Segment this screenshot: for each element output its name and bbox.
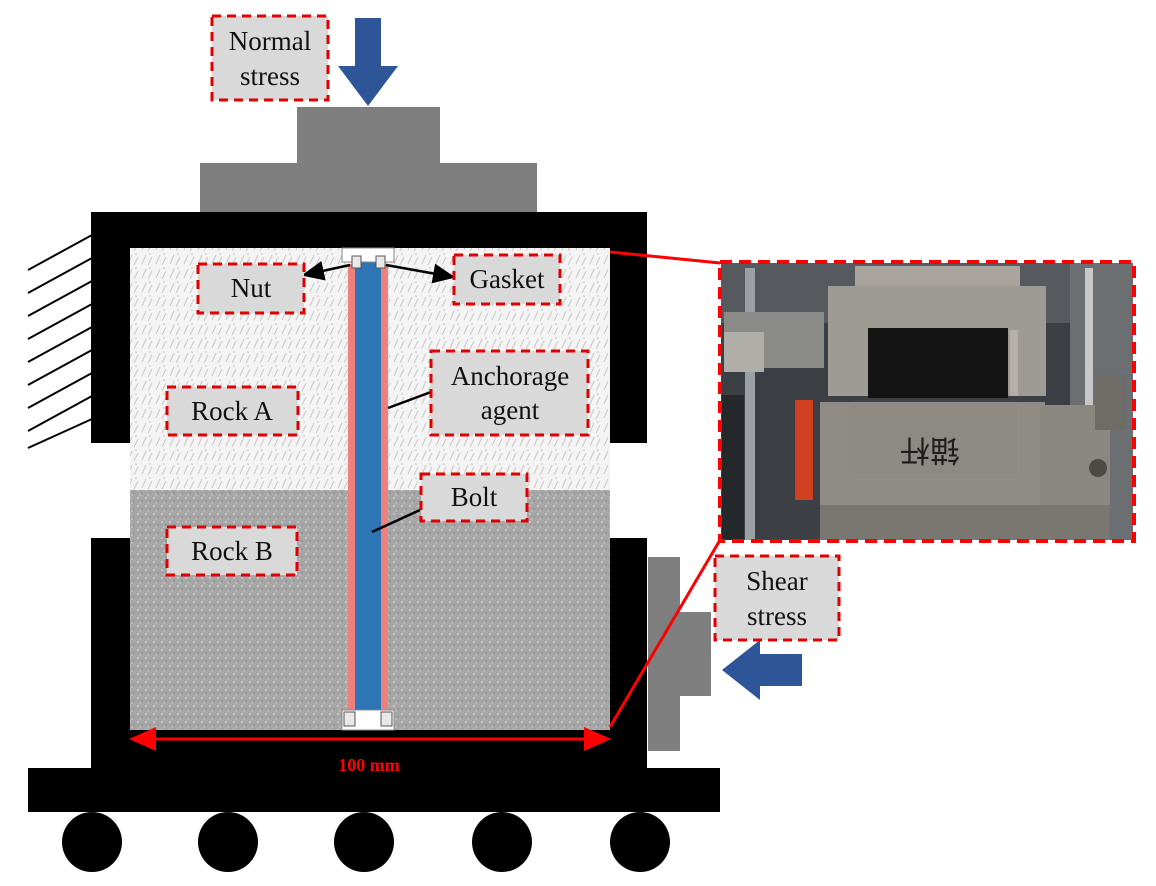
top-nut-gasket [341, 247, 395, 269]
label-shear-stress: Shear stress [713, 554, 841, 642]
photo-handwriting: 锚杆 [900, 433, 960, 466]
upper-platen [297, 107, 440, 165]
label-gasket: Gasket [452, 253, 562, 306]
roller-icon [62, 812, 670, 872]
svg-text:stress: stress [240, 61, 300, 91]
shear-platen-block [678, 612, 711, 696]
svg-text:Bolt: Bolt [451, 482, 498, 512]
svg-text:agent: agent [481, 395, 540, 425]
bolt [355, 248, 381, 730]
svg-text:Nut: Nut [231, 273, 272, 303]
label-rock-a: Rock A [165, 385, 300, 437]
bottom-nut-gasket [341, 709, 395, 731]
label-anchorage-agent: Anchorage agent [429, 349, 590, 437]
base-plate [28, 768, 720, 812]
label-nut: Nut [196, 262, 306, 315]
svg-text:Gasket: Gasket [470, 264, 545, 294]
label-bolt: Bolt [419, 472, 529, 523]
label-rock-b: Rock B [165, 525, 299, 577]
down-arrow-icon [338, 18, 398, 106]
zoom-connectors [608, 250, 722, 728]
upper-platen-base [200, 163, 537, 213]
svg-text:Rock A: Rock A [191, 396, 273, 426]
svg-text:Anchorage: Anchorage [451, 361, 569, 391]
hatch-icon [27, 234, 93, 449]
left-arrow-icon [722, 640, 802, 700]
svg-text:Shear: Shear [746, 566, 807, 596]
svg-text:Rock B: Rock B [191, 536, 273, 566]
dimension-label: 100 mm [338, 755, 400, 775]
specimen-photo: 锚杆 [721, 263, 1133, 540]
leader-lines [301, 260, 456, 534]
upper-shear-box [91, 212, 647, 443]
label-normal-stress: Normal stress [210, 14, 330, 102]
svg-text:stress: stress [747, 601, 807, 631]
svg-text:Normal: Normal [229, 26, 311, 56]
photo-frame [718, 260, 1136, 543]
